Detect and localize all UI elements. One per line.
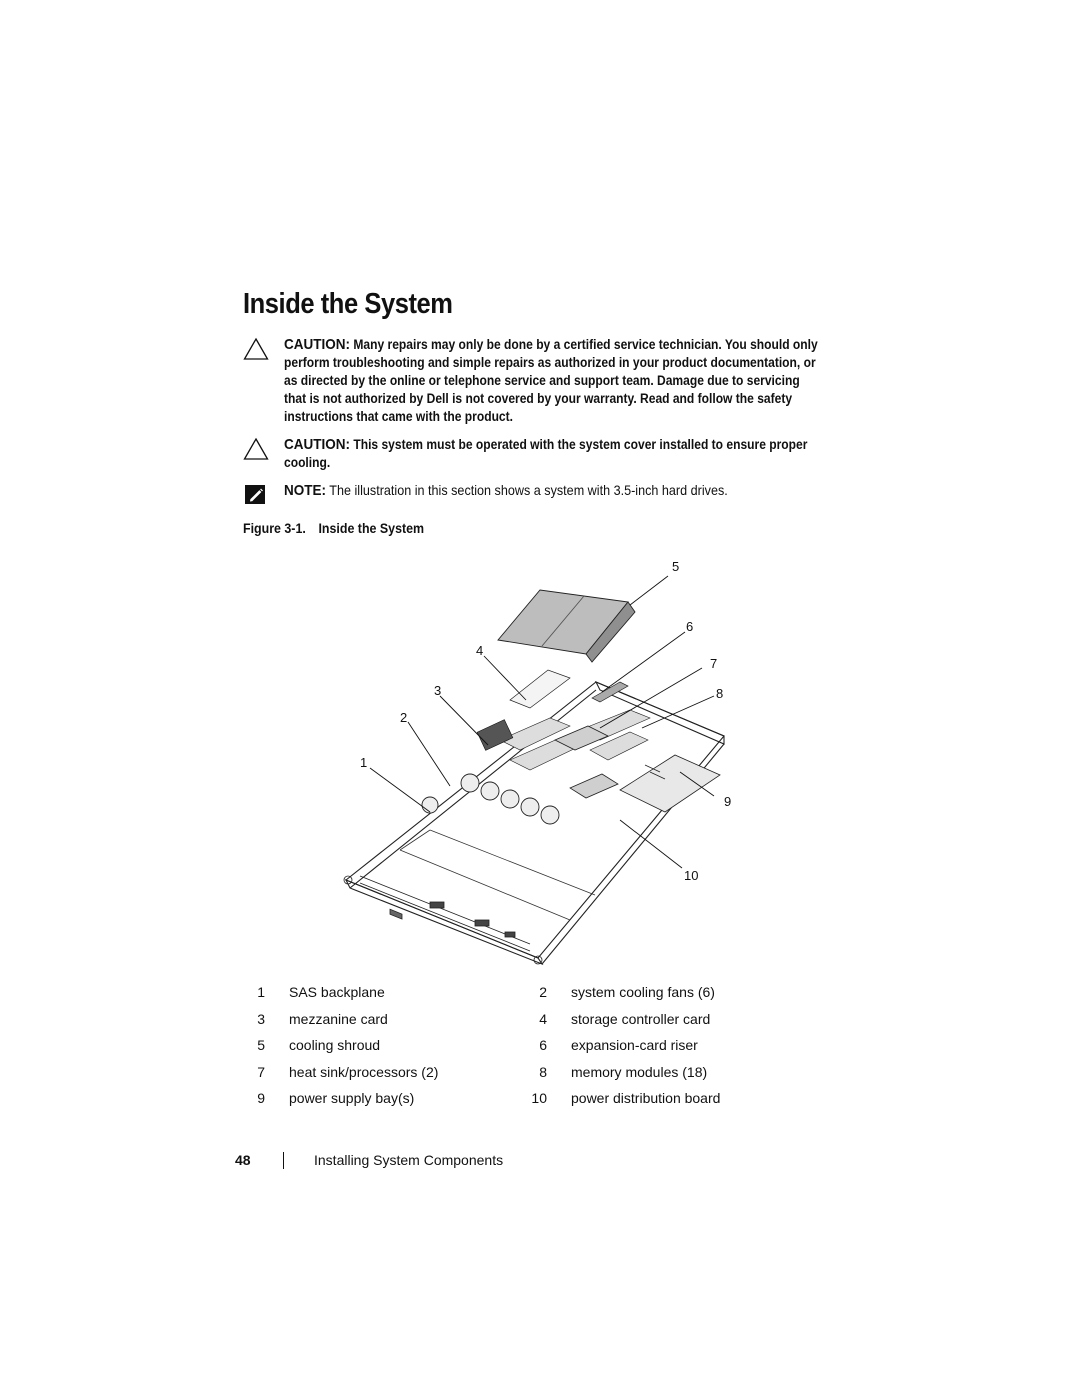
figure-caption: Figure 3-1. Inside the System	[243, 521, 424, 536]
callout-2: 2	[400, 710, 407, 725]
figure-legend: 1 SAS backplane 2 system cooling fans (6…	[253, 984, 753, 1117]
caution-triangle-icon	[243, 437, 269, 460]
note-lead: NOTE:	[284, 482, 327, 499]
caution-body: Many repairs may only be done by a certi…	[284, 337, 818, 424]
page-title: Inside the System	[243, 288, 453, 320]
legend-number: 6	[539, 1037, 547, 1053]
page-footer: 48 Installing System Components	[235, 1152, 835, 1172]
storage-controller-card	[509, 669, 571, 709]
legend-label: memory modules (18)	[571, 1063, 708, 1080]
callout-5: 5	[672, 559, 679, 574]
legend-number: 3	[257, 1010, 265, 1027]
callout-9: 9	[724, 794, 731, 809]
system-illustration: 1 2 3 4 5 6 7 8 9 10	[343, 559, 731, 966]
cooling-shroud	[497, 589, 636, 663]
caution-body: This system must be operated with the sy…	[284, 437, 808, 470]
cooling-fans	[421, 773, 560, 825]
power-supply-bay	[619, 754, 721, 813]
expansion-card-riser	[591, 681, 629, 703]
legend-label: mezzanine card	[289, 1010, 388, 1027]
legend-label: system cooling fans (6)	[571, 984, 715, 1000]
caution-lead: CAUTION:	[284, 436, 350, 453]
legend-label: power supply bay(s)	[289, 1090, 415, 1106]
caution-text-1: CAUTION: Many repairs may only be done b…	[284, 336, 824, 426]
legend-row: 5 cooling shroud 6 expansion-card riser	[253, 1037, 753, 1064]
legend-label: cooling shroud	[289, 1037, 381, 1053]
heat-sinks	[554, 725, 619, 799]
legend-number: 4	[539, 1010, 547, 1027]
legend-label: heat sink/processors (2)	[289, 1063, 439, 1080]
callout-8: 8	[716, 686, 723, 701]
legend-number: 10	[531, 1090, 547, 1106]
drive-bays	[399, 829, 596, 921]
legend-label: power distribution board	[571, 1090, 721, 1106]
figure-number: Figure 3-1.	[243, 521, 306, 536]
callout-numbers: 1 2 3 4 5 6 7 8 9 10	[360, 559, 731, 883]
legend-number: 9	[257, 1090, 265, 1106]
page-number: 48	[235, 1152, 251, 1168]
legend-label: expansion-card riser	[571, 1037, 698, 1053]
legend-row: 9 power supply bay(s) 10 power distribut…	[253, 1090, 753, 1117]
callout-3: 3	[434, 683, 441, 698]
legend-number: 7	[257, 1063, 265, 1080]
caution-text-2: CAUTION: This system must be operated wi…	[284, 436, 824, 472]
callout-10: 10	[684, 868, 698, 883]
callout-4: 4	[476, 643, 483, 658]
front-panel	[343, 875, 543, 965]
footer-divider	[283, 1152, 284, 1169]
leader-lines	[369, 575, 715, 869]
callout-6: 6	[686, 619, 693, 634]
legend-number: 2	[539, 984, 547, 1000]
legend-row: 7 heat sink/processors (2) 8 memory modu…	[253, 1064, 753, 1091]
mezzanine-card	[476, 719, 514, 751]
legend-row: 3 mezzanine card 4 storage controller ca…	[253, 1011, 753, 1038]
legend-number: 8	[539, 1063, 547, 1080]
legend-number: 1	[257, 984, 265, 1000]
legend-number: 5	[257, 1037, 265, 1053]
legend-label: SAS backplane	[289, 984, 385, 1000]
note-body: The illustration in this section shows a…	[329, 482, 728, 498]
note-pencil-icon	[245, 485, 265, 504]
figure-title: Inside the System	[318, 521, 425, 536]
legend-label: storage controller card	[571, 1010, 711, 1027]
callout-7: 7	[710, 656, 717, 671]
callout-1: 1	[360, 755, 367, 770]
caution-lead: CAUTION:	[284, 336, 350, 353]
footer-section-title: Installing System Components	[314, 1152, 504, 1168]
caution-triangle-icon	[243, 337, 269, 360]
legend-row: 1 SAS backplane 2 system cooling fans (6…	[253, 984, 753, 1011]
note-text: NOTE: The illustration in this section s…	[284, 481, 824, 500]
